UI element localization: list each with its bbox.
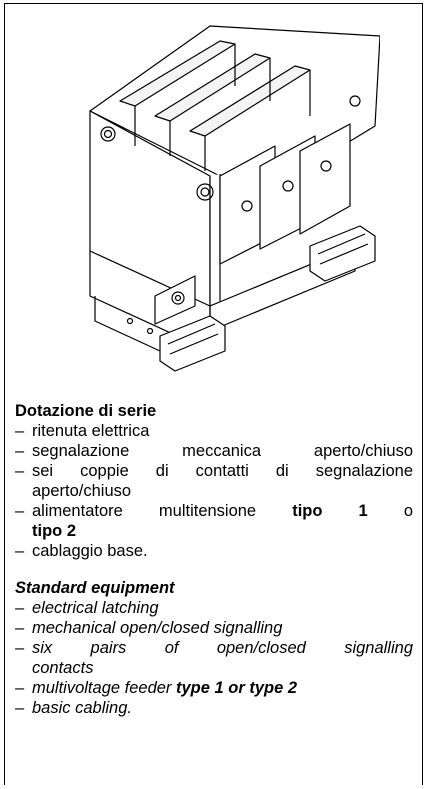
list-item: multivoltage feeder type 1 or type 2 — [15, 678, 413, 698]
list-item: mechanical open/closed signalling — [15, 618, 413, 638]
page-frame — [4, 3, 423, 785]
list-item: basic cabling. — [15, 698, 413, 718]
list-item: alimentatore multitensione tipo 1 o — [15, 501, 413, 521]
equipment-text: Dotazione di serie ritenuta elettrica se… — [15, 401, 413, 718]
italian-heading: Dotazione di serie — [15, 402, 157, 420]
list-item: sei coppie di contatti di segnalazione — [15, 461, 413, 481]
english-list: electrical latching mechanical open/clos… — [15, 598, 413, 718]
list-item: electrical latching — [15, 598, 413, 618]
device-illustration — [89, 25, 380, 372]
list-item: six pairs of open/closed signalling — [15, 638, 413, 658]
list-item-continuation: contacts — [32, 659, 94, 677]
italian-list: ritenuta elettrica segnalazione meccanic… — [15, 421, 413, 561]
list-item: segnalazione meccanica aperto/chiuso — [15, 441, 413, 461]
list-item-continuation: tipo 2 — [32, 522, 76, 540]
english-heading: Standard equipment — [15, 579, 175, 597]
list-item-continuation: aperto/chiuso — [32, 482, 132, 500]
list-item: cablaggio base. — [15, 541, 413, 561]
list-item: ritenuta elettrica — [15, 421, 413, 441]
